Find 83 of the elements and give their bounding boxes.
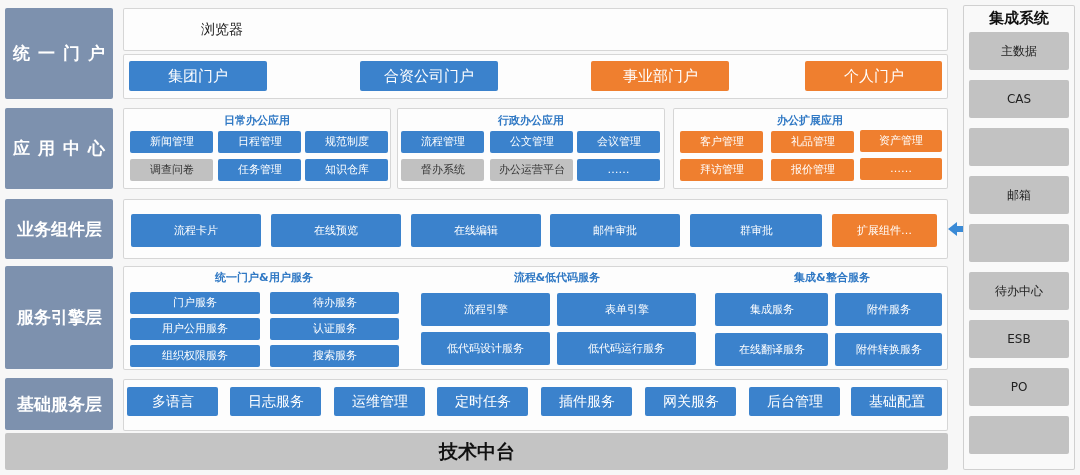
module-box: 待办服务 bbox=[270, 292, 399, 314]
group-panel bbox=[123, 199, 948, 259]
module-box: …… bbox=[577, 159, 660, 181]
platform-label: 浏览器 bbox=[201, 20, 243, 38]
system-box: CAS bbox=[969, 80, 1069, 118]
service-box: 定时任务 bbox=[437, 387, 528, 416]
group-panel bbox=[397, 108, 665, 189]
group-heading: 行政办公应用 bbox=[498, 113, 564, 127]
layer-label: 基础服务层 bbox=[5, 378, 113, 430]
system-box bbox=[969, 416, 1069, 454]
service-box: 日志服务 bbox=[230, 387, 321, 416]
module-box: 拜访管理 bbox=[680, 159, 763, 181]
system-box: 邮箱 bbox=[969, 176, 1069, 214]
module-box: 知识仓库 bbox=[305, 159, 388, 181]
system-box: ESB bbox=[969, 320, 1069, 358]
portal-strip bbox=[123, 8, 948, 51]
system-box bbox=[969, 224, 1069, 262]
group-heading: 统一门户&用户服务 bbox=[215, 270, 313, 284]
module-box: 低代码运行服务 bbox=[557, 332, 696, 365]
integration-panel bbox=[963, 5, 1075, 470]
panel-title: 集成系统 bbox=[989, 9, 1049, 27]
system-box: 主数据 bbox=[969, 32, 1069, 70]
module-box: 低代码设计服务 bbox=[421, 332, 550, 365]
module-box: 搜索服务 bbox=[270, 345, 399, 367]
group-panel bbox=[123, 266, 948, 370]
module-box: 礼品管理 bbox=[771, 131, 854, 153]
group-panel bbox=[123, 108, 391, 189]
service-box: 插件服务 bbox=[541, 387, 632, 416]
layer-label: 统一门户 bbox=[5, 8, 113, 99]
module-box: 流程卡片 bbox=[131, 214, 261, 247]
module-box: 邮件审批 bbox=[550, 214, 680, 247]
module-box: 在线编辑 bbox=[411, 214, 541, 247]
module-box: 新闻管理 bbox=[130, 131, 213, 153]
service-box: 运维管理 bbox=[334, 387, 425, 416]
module-box: 用户公用服务 bbox=[130, 318, 260, 340]
module-box: 任务管理 bbox=[218, 159, 301, 181]
group-heading: 流程&低代码服务 bbox=[513, 270, 601, 284]
module-box: 表单引擎 bbox=[557, 293, 696, 326]
service-box: 网关服务 bbox=[645, 387, 736, 416]
module-box: 公文管理 bbox=[490, 131, 573, 153]
layer-label: 业务组件层 bbox=[5, 199, 113, 259]
module-box: 扩展组件… bbox=[832, 214, 937, 247]
module-box: 调查问卷 bbox=[130, 159, 213, 181]
service-box: 基础配置 bbox=[851, 387, 942, 416]
module-box: 在线翻译服务 bbox=[715, 333, 828, 366]
service-box: 后台管理 bbox=[749, 387, 840, 416]
module-box: 客户管理 bbox=[680, 131, 763, 153]
system-box: 待办中心 bbox=[969, 272, 1069, 310]
module-box: 流程管理 bbox=[401, 131, 484, 153]
system-box: PO bbox=[969, 368, 1069, 406]
module-box: 资产管理 bbox=[860, 130, 942, 152]
module-box: 集成服务 bbox=[715, 293, 828, 326]
module-box: 附件转换服务 bbox=[835, 333, 942, 366]
group-panel bbox=[673, 108, 948, 189]
module-box: 门户服务 bbox=[130, 292, 260, 314]
group-heading: 日常办公应用 bbox=[224, 113, 290, 127]
portal-strip bbox=[123, 54, 948, 99]
module-box: 日程管理 bbox=[218, 131, 301, 153]
module-box: 附件服务 bbox=[835, 293, 942, 326]
group-heading: 办公扩展应用 bbox=[777, 113, 843, 127]
group-heading: 集成&整合服务 bbox=[794, 270, 870, 284]
module-box: 报价管理 bbox=[771, 159, 854, 181]
portal-box: 合资公司门户 bbox=[360, 61, 498, 91]
layer-label: 应用中心 bbox=[5, 108, 113, 189]
module-box: 组织权限服务 bbox=[130, 345, 260, 367]
portal-box: 个人门户 bbox=[805, 61, 942, 91]
module-box: …… bbox=[860, 158, 942, 180]
layer-label: 服务引擎层 bbox=[5, 266, 113, 369]
module-box: 会议管理 bbox=[577, 131, 660, 153]
system-box bbox=[969, 128, 1069, 166]
module-box: 流程引擎 bbox=[421, 293, 550, 326]
module-box: 在线预览 bbox=[271, 214, 401, 247]
arrow bbox=[948, 222, 963, 236]
module-box: 认证服务 bbox=[270, 318, 399, 340]
platform-band: 技术中台 bbox=[5, 433, 948, 470]
module-box: 群审批 bbox=[690, 214, 822, 247]
module-box: 规范制度 bbox=[305, 131, 388, 153]
module-box: 督办系统 bbox=[401, 159, 484, 181]
service-box: 多语言 bbox=[127, 387, 218, 416]
portal-box: 事业部门户 bbox=[591, 61, 729, 91]
module-box: 办公运营平台 bbox=[490, 159, 573, 181]
portal-box: 集团门户 bbox=[129, 61, 267, 91]
group-panel bbox=[123, 379, 948, 431]
